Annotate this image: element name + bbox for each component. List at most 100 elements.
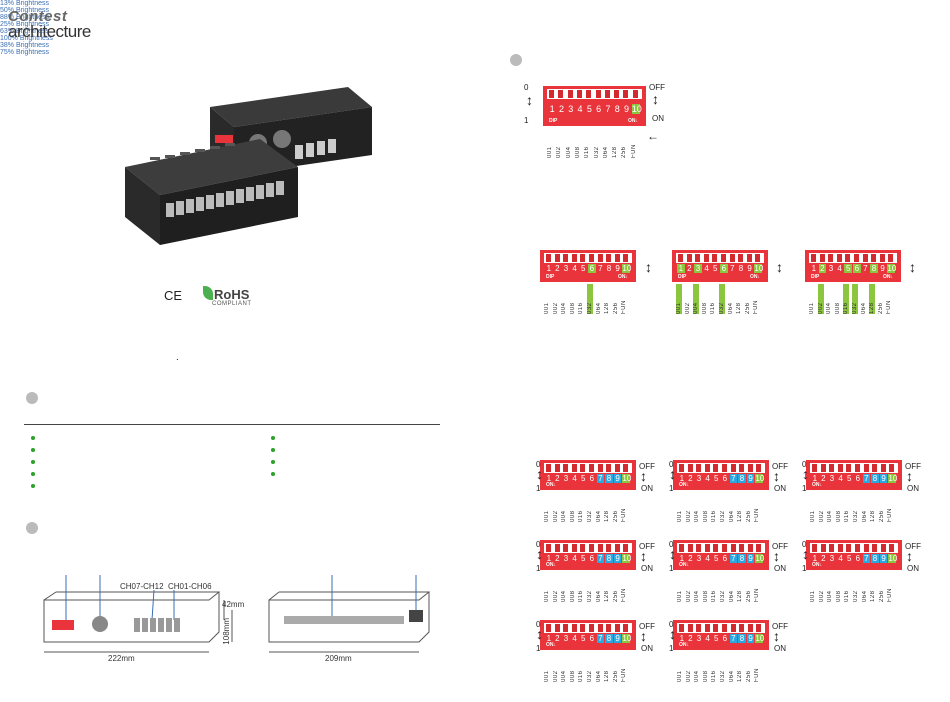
dip-toggle (571, 624, 577, 632)
dip-number: 6 (722, 633, 728, 643)
dip-number: 8 (605, 633, 613, 643)
dip-value: 001 (676, 284, 682, 314)
dip-toggle (879, 254, 885, 262)
dip-number: 9 (624, 104, 630, 114)
dip-number: 9 (880, 264, 885, 274)
dip-number: 7 (730, 264, 735, 274)
dip-value: 064 (861, 590, 868, 602)
dip-number: 5 (580, 553, 586, 563)
on-label: ON (907, 564, 919, 573)
dip-value: 256 (878, 590, 885, 602)
dip-label: DIP (546, 274, 555, 280)
dip-number: 7 (596, 553, 605, 563)
dip-top-zero: 0 (536, 540, 541, 549)
dip-value: 128 (736, 302, 743, 314)
dip-value: 008 (569, 510, 576, 522)
dip-toggle (722, 464, 727, 472)
dip-value: 004 (561, 510, 568, 522)
dip-number: 10 (622, 633, 632, 643)
dip-value: 008 (701, 302, 708, 314)
dip-bottom-one: 1 (802, 484, 807, 493)
dip-value: 064 (595, 590, 602, 602)
dip-value: 128 (604, 510, 611, 522)
dip-value: 256 (745, 590, 752, 602)
dip-number: 5 (580, 264, 586, 274)
dip-toggle (704, 544, 710, 552)
dip-toggle (730, 464, 736, 472)
dip-number: 10 (755, 633, 765, 643)
dip-number: 8 (738, 264, 744, 274)
updown-arrow-icon: ↕ (669, 466, 676, 482)
updown-arrow-icon: ↕ (536, 626, 543, 642)
dip-number: 2 (688, 473, 693, 483)
dip-value: FUN (887, 508, 894, 522)
dip-top-zero: 0 (524, 83, 529, 92)
dip-value: FUN (753, 300, 760, 314)
updown-arrow-icon: ↕ (640, 548, 647, 564)
dip-value: 064 (595, 510, 602, 522)
section-divider (24, 424, 440, 425)
dip-number: 8 (738, 473, 746, 483)
dip-number: 7 (862, 553, 871, 563)
dip-number: 8 (871, 473, 879, 483)
off-label: OFF (905, 462, 921, 471)
dip-number: 5 (713, 633, 719, 643)
dip-number: 3 (563, 264, 569, 274)
dip-value: 002 (552, 670, 559, 682)
ce-mark: CE (164, 288, 183, 303)
off-label: OFF (772, 542, 788, 551)
dip-bottom-one: 1 (536, 564, 541, 573)
on-label: ON (641, 484, 653, 493)
bullet-dot (31, 460, 35, 464)
dip-toggle (828, 254, 834, 262)
updown-arrow-icon: ↕ (640, 628, 647, 644)
dip-number: 2 (688, 553, 693, 563)
dip-toggle (687, 464, 693, 472)
dip-toggle (589, 254, 594, 262)
dip-toggle (589, 544, 594, 552)
product-image (125, 87, 372, 245)
dip-value: 032 (587, 284, 593, 314)
dip-toggle (819, 254, 825, 262)
updown-arrow-icon: ↕ (652, 91, 659, 107)
dip-value: 001 (810, 590, 816, 602)
dip-value: 016 (578, 302, 585, 314)
dip-toggle (863, 544, 869, 552)
dip-value: 032 (720, 670, 726, 682)
dip-number: 9 (747, 264, 752, 274)
dip-value: 032 (587, 670, 593, 682)
dip-toggle (623, 624, 629, 632)
on-label: ON (774, 644, 786, 653)
dip-value: 032 (587, 510, 593, 522)
dip-number: 8 (605, 553, 613, 563)
dip-label: ON↓ (679, 642, 689, 648)
dip-value: 256 (612, 302, 619, 314)
dip-top-zero: 0 (669, 540, 674, 549)
dip-toggle (589, 624, 594, 632)
brightness-label: 75% Brightness (0, 49, 50, 56)
dip-bottom-one: 1 (536, 484, 541, 493)
dip-strip (677, 463, 765, 473)
dip-toggle (580, 254, 586, 262)
dip-toggle (679, 624, 684, 632)
dip-number: 10 (887, 264, 897, 274)
dip-toggle (739, 544, 745, 552)
dip-value: 032 (720, 510, 726, 522)
dip-toggle (563, 464, 569, 472)
dip-toggle (554, 544, 560, 552)
bullet-dot (271, 448, 275, 452)
brightness-label: 50% Brightness (0, 7, 50, 14)
dip-value: FUN (621, 508, 628, 522)
dip-toggle (820, 464, 826, 472)
dip-number: 8 (614, 104, 620, 114)
dip-value: 008 (702, 510, 709, 522)
dip-toggle (563, 544, 569, 552)
dip-bottom-one: 1 (524, 116, 529, 125)
dip-number: 2 (821, 473, 826, 483)
dip-value: 008 (569, 302, 576, 314)
